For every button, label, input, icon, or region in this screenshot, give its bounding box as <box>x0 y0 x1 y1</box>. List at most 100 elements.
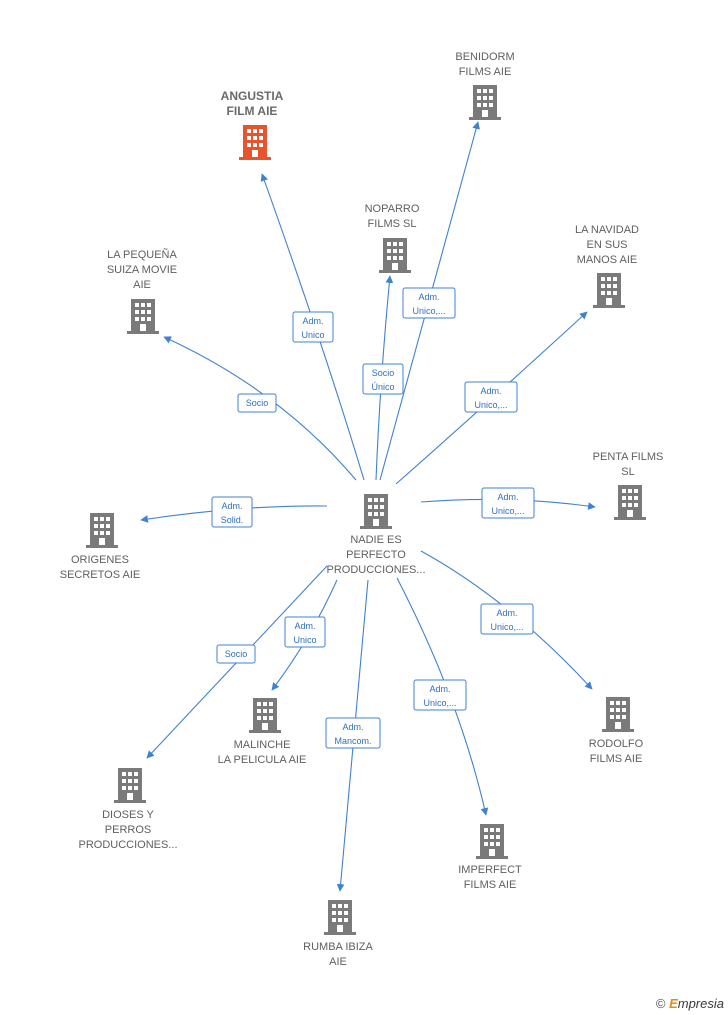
node-label: IMPERFECT <box>458 864 522 876</box>
building-icon <box>469 85 501 120</box>
edge-label-box[interactable]: Adm.Mancom. <box>325 717 381 749</box>
building-icon <box>249 698 281 733</box>
edge-label-box[interactable]: Socio <box>237 393 277 413</box>
edge-angustia: Adm.Unico <box>260 173 365 481</box>
node-label: MANOS AIE <box>577 254 638 266</box>
copyright-symbol: © <box>655 996 666 1011</box>
edge-label-frame <box>325 717 381 749</box>
building-icon <box>127 299 159 334</box>
edge-label-text: Unico,... <box>491 506 524 516</box>
edge-label-frame <box>284 616 326 648</box>
edge-label-text: Adm. <box>497 492 518 502</box>
edge-label-text: Solid. <box>221 515 244 525</box>
empresia-logo: © Empresia <box>656 996 724 1011</box>
node-label: AIE <box>329 956 347 968</box>
edge-label-text: Adm. <box>302 316 323 326</box>
edge-label-text: Adm. <box>496 608 517 618</box>
edge-label-text: Unico,... <box>412 306 445 316</box>
edge-origenes: Adm.Solid. <box>140 496 328 528</box>
edge-label-box[interactable]: Adm. Unico,... <box>413 679 467 711</box>
node-rodolfo[interactable]: RODOLFO FILMS AIE <box>589 697 644 765</box>
nodes-layer: NADIE ESPERFECTOPRODUCCIONES...ANGUSTIAF… <box>60 51 664 968</box>
edge-label-frame <box>216 644 256 664</box>
edge-label-frame <box>464 381 518 413</box>
edge-dioses: Socio <box>146 565 328 759</box>
node-imperfect[interactable]: IMPERFECT FILMS AIE <box>458 824 522 891</box>
node-label: FILMS AIE <box>590 753 643 765</box>
node-label: FILMS AIE <box>459 66 512 78</box>
building-icon <box>379 238 411 273</box>
edge-label-text: Unico,... <box>423 698 456 708</box>
edge-la-navidad: Adm.Unico,... <box>395 311 588 485</box>
node-label: FILM AIE <box>227 104 278 118</box>
edge-line <box>146 565 328 759</box>
node-label: NADIE ES <box>350 534 401 546</box>
edge-label-box[interactable]: Adm.Unico <box>292 311 334 343</box>
edge-label-text: Adm. <box>418 292 439 302</box>
edge-label-frame <box>481 487 535 519</box>
node-label: PERFECTO <box>346 549 406 561</box>
edge-label-box[interactable]: Adm. Unico,... <box>480 603 534 635</box>
node-dioses[interactable]: DIOSES YPERROSPRODUCCIONES... <box>78 768 178 851</box>
edge-label-box[interactable]: Adm. Unico,... <box>481 487 535 519</box>
building-icon <box>239 125 271 160</box>
edge-imperfect: Adm. Unico,... <box>396 577 489 816</box>
node-label: LA PEQUEÑA <box>107 248 177 261</box>
logo-text: mpresia <box>677 996 724 1011</box>
node-label: AIE <box>133 279 151 291</box>
node-label: LA PELICULA AIE <box>218 754 307 766</box>
center-node[interactable]: NADIE ES PERFECTO PRODUCCIONES... <box>326 494 426 576</box>
edge-label-frame <box>413 679 467 711</box>
edge-label-frame <box>362 363 404 395</box>
node-label: RUMBA IBIZA <box>303 941 373 953</box>
edge-la-pequena: Socio <box>163 336 357 481</box>
edge-label-text: Adm. <box>342 722 363 732</box>
edge-label-text: Adm. <box>294 621 315 631</box>
node-label: PRODUCCIONES... <box>326 564 425 576</box>
edge-rodolfo: Adm. Unico,... <box>420 550 593 690</box>
node-label: MALINCHE <box>234 739 291 751</box>
node-rumba[interactable]: RUMBA IBIZA AIE <box>303 900 373 968</box>
building-icon <box>360 494 392 529</box>
edge-label-text: Socio <box>372 368 395 378</box>
node-label: ORIGENES <box>71 554 129 566</box>
node-label: ANGUSTIA <box>221 89 284 103</box>
logo-initial: E <box>669 996 678 1011</box>
edge-label-box[interactable]: Adm.Solid. <box>211 496 253 528</box>
node-label: RODOLFO <box>589 738 644 750</box>
edge-rumba: Adm.Mancom. <box>325 579 381 892</box>
edge-label-box[interactable]: Adm. Unico,... <box>402 287 456 319</box>
node-malinche[interactable]: MALINCHE LA PELICULA AIE <box>218 698 307 766</box>
node-label: DIOSES Y <box>102 809 154 821</box>
building-icon <box>86 513 118 548</box>
edge-penta: Adm. Unico,... <box>420 487 596 519</box>
edge-label-frame <box>480 603 534 635</box>
edge-label-box[interactable]: Socio <box>216 644 256 664</box>
edge-label-box[interactable]: Adm.Unico,... <box>464 381 518 413</box>
edge-label-text: Adm. <box>480 386 501 396</box>
edge-label-text: Socio <box>246 398 269 408</box>
building-icon <box>324 900 356 935</box>
node-label: LA NAVIDAD <box>575 224 639 236</box>
edge-label-box[interactable]: Adm. Unico <box>284 616 326 648</box>
edge-label-text: Unico,... <box>490 622 523 632</box>
node-label: FILMS AIE <box>464 879 517 891</box>
building-icon <box>602 697 634 732</box>
edge-label-text: Adm. <box>429 684 450 694</box>
edge-label-frame <box>211 496 253 528</box>
edge-benidorm: Adm. Unico,... <box>379 121 480 481</box>
edge-label-text: Unico <box>293 635 316 645</box>
building-icon <box>476 824 508 859</box>
node-label: PERROS <box>105 824 151 836</box>
